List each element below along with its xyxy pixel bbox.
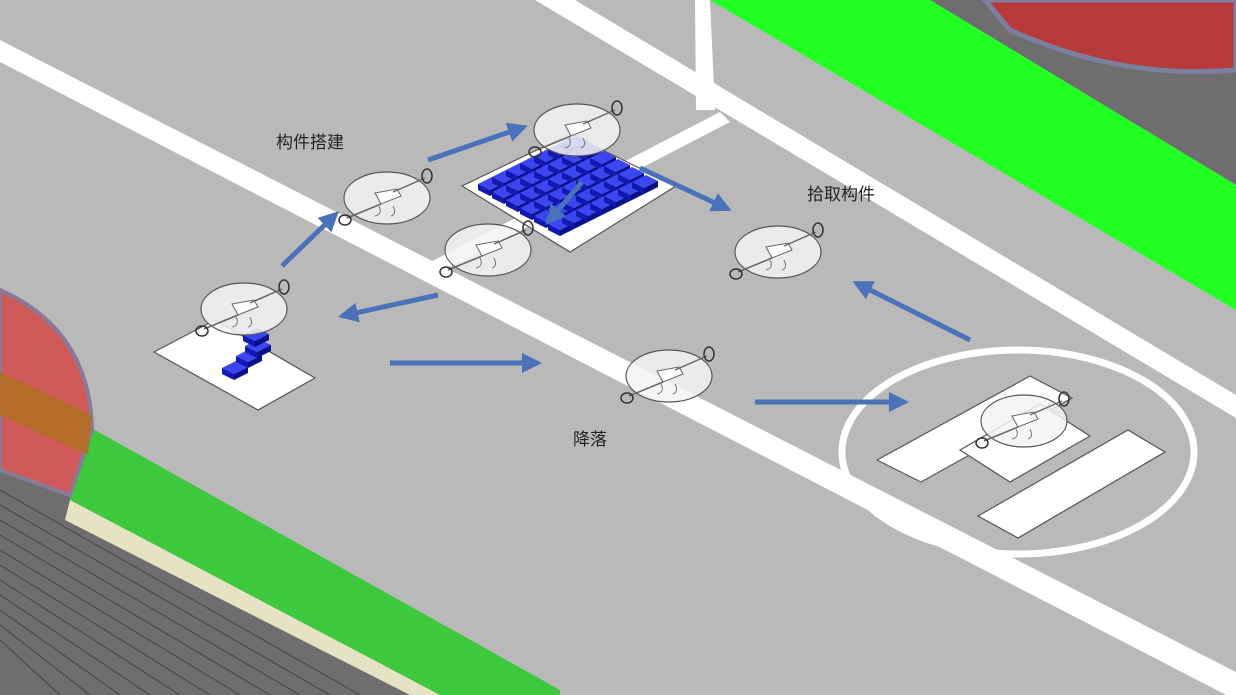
flow-arrow-icon (852, 280, 972, 343)
bottom-left-dark-base (0, 360, 560, 695)
bottom-left-tan-edge (65, 500, 440, 695)
top-right-grass-strip (710, 0, 1236, 310)
flow-arrow-icon (545, 180, 584, 226)
label-pick: 拾取构件 (807, 185, 875, 205)
top-right-red-structure (981, 0, 1236, 75)
bottom-left-orange-band (0, 372, 92, 455)
label-land: 降落 (573, 430, 607, 450)
flow-arrows (280, 122, 972, 412)
flow-arrow-icon (427, 122, 528, 163)
flow-arrow-icon (280, 211, 339, 268)
flow-arrow-icon (338, 292, 439, 323)
bottom-left-stairs (0, 489, 361, 695)
lane-stripe-main (0, 40, 1236, 695)
flow-arrow-icon (638, 165, 732, 212)
bottom-left-grass-strip (70, 425, 560, 695)
label-build: 构件搭建 (276, 133, 344, 153)
lane-connector-upper (695, 0, 715, 110)
